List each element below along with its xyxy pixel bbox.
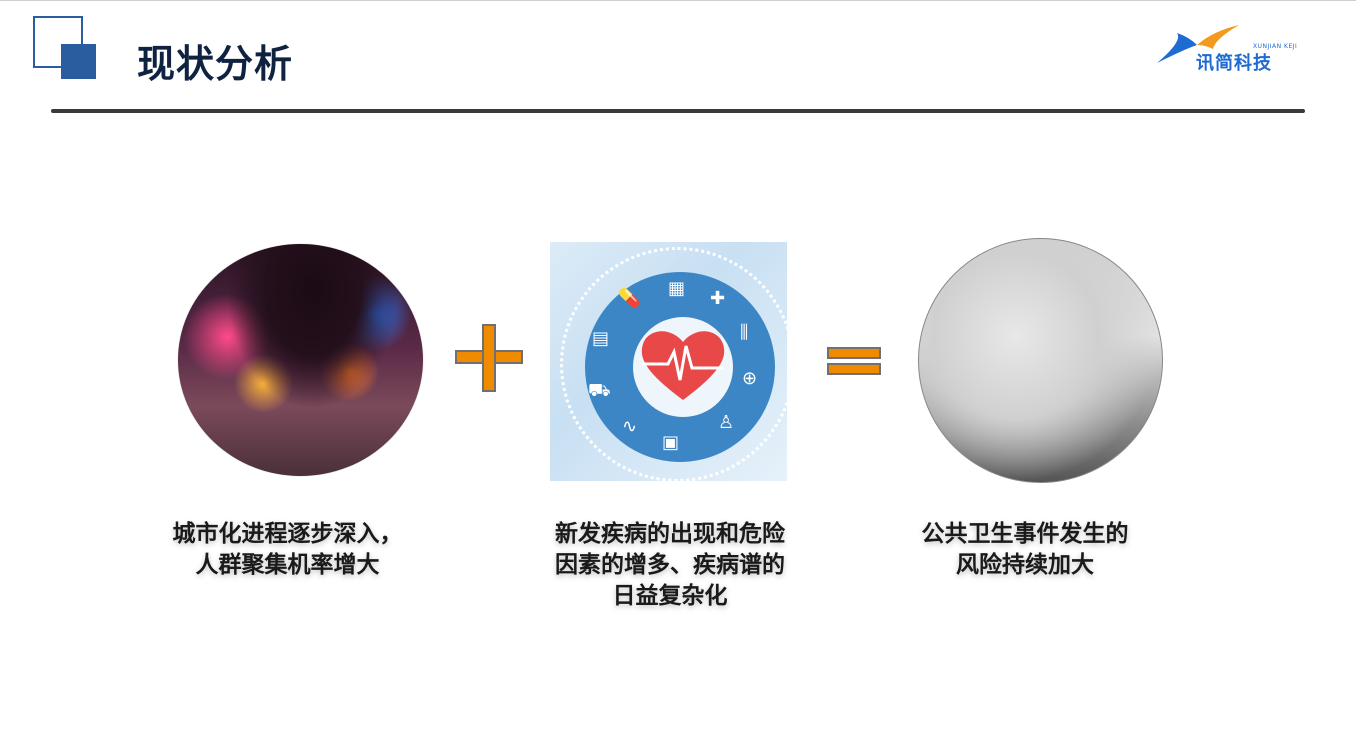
caption-urbanization: 城市化进程逐步深入， 人群聚集机率增大 bbox=[150, 519, 425, 581]
test-tubes-icon: ⫼ bbox=[740, 322, 749, 343]
medical-icons-heart-illustration: 💊 ▦ ✚ ⫼ ▤ ⛟ ⊕ ♙ ▣ ∿ bbox=[550, 242, 787, 481]
bandage-icon: ▦ bbox=[668, 278, 686, 299]
decorative-square-filled bbox=[61, 44, 96, 79]
night-city-street-photo bbox=[178, 244, 423, 476]
equals-bottom-bar bbox=[827, 363, 881, 375]
caption-line: 日益复杂化 bbox=[612, 583, 728, 609]
caption-line: 风险持续加大 bbox=[956, 552, 1094, 578]
caption-emerging-diseases: 新发疾病的出现和危险 因素的增多、疾病谱的 日益复杂化 bbox=[530, 519, 810, 612]
tooth-icon: ♙ bbox=[718, 412, 735, 433]
pills-icon: 💊 bbox=[618, 288, 641, 309]
logo-mark-icon bbox=[1157, 25, 1239, 63]
medicine-bottle-icon: ✚ bbox=[710, 288, 726, 309]
stethoscope-icon: ∿ bbox=[622, 416, 638, 437]
plus-vertical-bar bbox=[482, 324, 496, 392]
caption-public-health-risk: 公共卫生事件发生的 风险持续加大 bbox=[890, 519, 1160, 581]
caption-line: 公共卫生事件发生的 bbox=[921, 521, 1129, 547]
caption-line: 新发疾病的出现和危险 bbox=[555, 521, 785, 547]
ambulance-icon: ▣ bbox=[662, 432, 680, 453]
caption-line: 因素的增多、疾病谱的 bbox=[555, 552, 785, 578]
first-aid-kit-icon: ⊕ bbox=[742, 368, 758, 389]
title-divider bbox=[51, 109, 1305, 113]
logo-english-text: XUNJIAN KEJI bbox=[1253, 43, 1298, 50]
caption-line: 城市化进程逐步深入， bbox=[172, 521, 403, 547]
disinfection-worker-photo bbox=[918, 238, 1163, 483]
cart-icon: ⛟ bbox=[588, 380, 611, 401]
page-title: 现状分析 bbox=[137, 42, 294, 86]
dotted-ring bbox=[560, 247, 787, 481]
caption-line: 人群聚集机率增大 bbox=[195, 552, 380, 578]
logo-chinese-text: 讯简科技 bbox=[1196, 53, 1272, 74]
decorative-square-outline bbox=[33, 16, 83, 68]
company-logo bbox=[1155, 23, 1315, 71]
equals-top-bar bbox=[827, 347, 881, 359]
clipboard-icon: ▤ bbox=[592, 328, 610, 349]
heartbeat-heart-icon bbox=[641, 331, 725, 400]
